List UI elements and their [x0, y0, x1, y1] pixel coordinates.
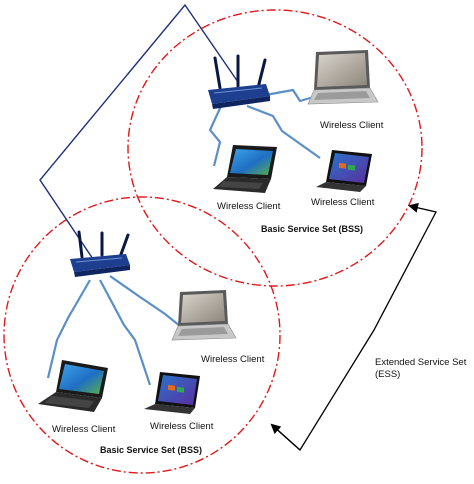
laptop-icon: [171, 290, 237, 341]
client-label: Wireless Client: [201, 354, 265, 365]
upper-bss-boundary: [127, 9, 423, 287]
ess-label-abbr: (ESS): [375, 369, 400, 380]
wireless-link: [208, 103, 223, 167]
lower-access-point: [70, 230, 130, 277]
wireless-link: [46, 279, 91, 379]
wireless-link: [109, 275, 181, 327]
bss-title: Basic Service Set (BSS): [261, 224, 363, 234]
lower-bss-boundary: [3, 196, 281, 474]
client-label: Wireless Client: [217, 201, 281, 212]
wireless-link: [99, 279, 152, 386]
laptop-icon: [213, 145, 277, 193]
ess-arrow-line: [271, 202, 437, 452]
laptop-icon: [38, 360, 108, 412]
ess-arrow-tail: [270, 423, 301, 451]
client-label: Wireless Client: [150, 421, 214, 432]
ap-uplink-cable: [39, 3, 239, 263]
client-label: Wireless Client: [320, 120, 384, 131]
bss-title: Basic Service Set (BSS): [100, 445, 202, 455]
laptop-icon: [307, 50, 379, 105]
upper-access-point: [208, 54, 270, 109]
client-label: Wireless Client: [52, 424, 116, 435]
wireless-link: [246, 104, 321, 159]
tablet-icon: [144, 372, 200, 414]
tablet-icon: [316, 150, 372, 192]
client-label: Wireless Client: [311, 197, 375, 208]
ess-label: Extended Service Set: [375, 357, 467, 368]
wireless-link: [259, 88, 321, 103]
